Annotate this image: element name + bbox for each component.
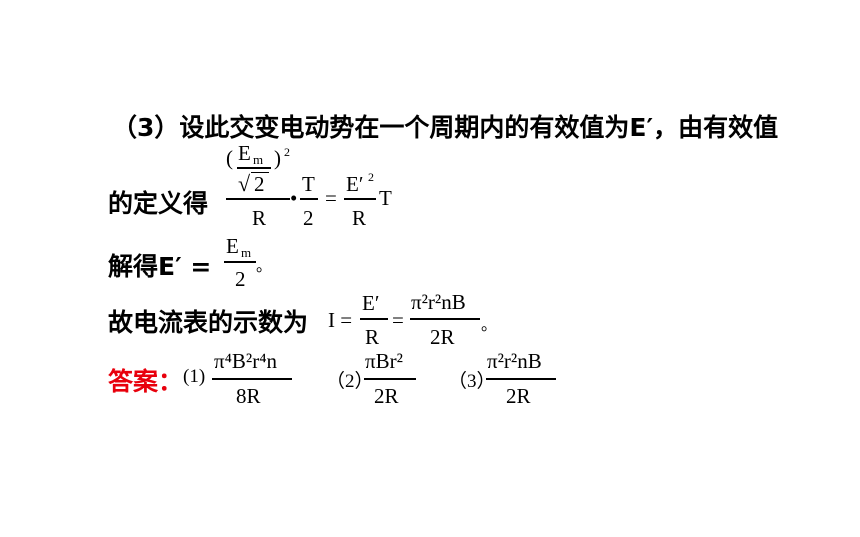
cur-eq2: = [392, 308, 404, 332]
cur-bar1 [360, 318, 388, 320]
ans2-bar [364, 378, 416, 380]
em-E: E [238, 141, 251, 165]
ans1-bar [212, 378, 292, 380]
den-R1: R [252, 206, 267, 230]
ans2-den: 2R [374, 384, 399, 408]
paren-open: ( [226, 146, 233, 170]
cur-den2: 2R [430, 325, 455, 349]
line1-text: （3）设此交变电动势在一个周期内的有效值为E′，由有效值 [112, 113, 779, 142]
T-fraction-bar [300, 198, 318, 200]
sqrt-symbol: √ [238, 171, 251, 196]
den-R2: R [352, 206, 367, 230]
T-den: 2 [303, 206, 314, 230]
inner-fraction-bar [237, 167, 271, 169]
mult-dot: • [290, 186, 298, 210]
sol-num-E: E [226, 234, 239, 258]
cur-end: 。 [481, 317, 498, 334]
sol-fraction-bar [224, 261, 256, 263]
Ep-exp: 2 [368, 170, 374, 184]
equals-1: = [325, 186, 337, 210]
T-tail: T [379, 186, 392, 210]
ans3-label: （3） [448, 371, 496, 392]
I-equals: I = [328, 308, 353, 332]
Ep-fraction-bar [344, 198, 376, 200]
sqrt-overbar [251, 172, 269, 173]
cur-num2: π²r²nB [411, 290, 466, 314]
ans1-num: π⁴B²r⁴n [214, 349, 278, 373]
paren-exp: 2 [284, 145, 290, 159]
sol-den: 2 [235, 267, 246, 291]
em-m: m [253, 152, 264, 167]
ans2-num: πBr² [365, 349, 403, 373]
line3-label: 解得E′ = [108, 252, 212, 281]
T-num: T [302, 172, 315, 196]
ans1-den: 8R [236, 384, 261, 408]
line2-label: 的定义得 [108, 189, 209, 218]
sol-end: 。 [256, 258, 273, 275]
ans3-num: π²r²nB [487, 349, 542, 373]
sol-num-m: m [241, 245, 252, 260]
ans2-label: （2） [326, 371, 374, 392]
answer-label: 答案： [108, 367, 184, 396]
sqrt-num: 2 [254, 172, 265, 196]
ans3-den: 2R [506, 384, 531, 408]
cur-bar2 [410, 318, 480, 320]
main-fraction-bar [226, 198, 290, 200]
ans3-bar [486, 378, 556, 380]
ans1-label: (1) [183, 366, 206, 387]
Ep-num: E′ [346, 172, 364, 196]
cur-den1: R [365, 325, 380, 349]
line4-label: 故电流表的示数为 [108, 308, 309, 337]
paren-close: ) [274, 146, 281, 170]
cur-num1: E′ [362, 291, 380, 315]
